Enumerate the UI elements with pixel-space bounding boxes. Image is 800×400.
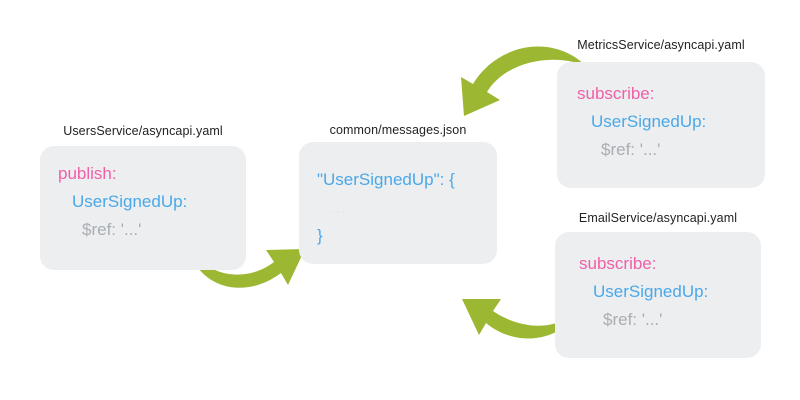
card-label-email: EmailService/asyncapi.yaml: [578, 211, 738, 225]
card-label-common: common/messages.json: [329, 123, 467, 137]
code-block-metrics: subscribe: UserSignedUp: $ref: '...': [557, 62, 765, 164]
card-label-metrics: MetricsService/asyncapi.yaml: [577, 38, 745, 52]
card-label-users: UsersService/asyncapi.yaml: [63, 124, 223, 138]
code-line: $ref: '...': [601, 140, 661, 159]
card-common-messages[interactable]: "UserSignedUp": { ... }: [299, 142, 497, 264]
code-line: publish:: [58, 164, 117, 183]
code-line: UserSignedUp:: [72, 192, 188, 211]
code-line: subscribe:: [577, 84, 655, 103]
code-block-common: "UserSignedUp": { ... }: [299, 142, 497, 250]
code-line: subscribe:: [579, 254, 657, 273]
card-email-service[interactable]: subscribe: UserSignedUp: $ref: '...': [555, 232, 761, 358]
code-line: $ref: '...': [603, 310, 663, 329]
code-line: $ref: '...': [82, 220, 142, 239]
card-users-service[interactable]: publish: UserSignedUp: $ref: '...': [40, 146, 246, 270]
code-line: UserSignedUp:: [593, 282, 709, 301]
code-line: UserSignedUp:: [591, 112, 707, 131]
code-block-users: publish: UserSignedUp: $ref: '...': [40, 146, 246, 244]
code-line: }: [317, 226, 323, 245]
code-line: "UserSignedUp": {: [317, 170, 455, 189]
card-metrics-service[interactable]: subscribe: UserSignedUp: $ref: '...': [557, 62, 765, 188]
code-line: ...: [331, 198, 346, 217]
code-block-email: subscribe: UserSignedUp: $ref: '...': [555, 232, 761, 334]
